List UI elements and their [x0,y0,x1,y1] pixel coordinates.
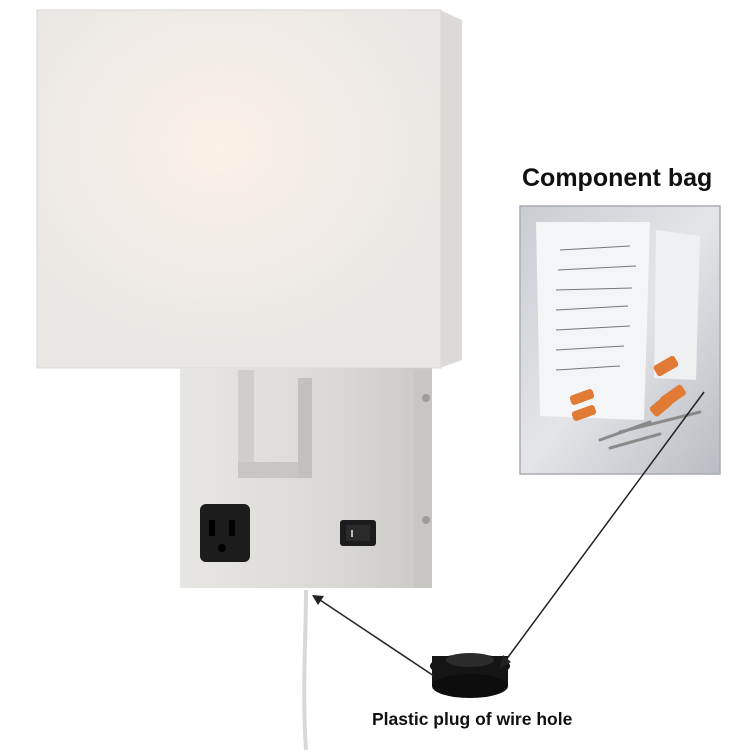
arrow-to-bag [499,391,705,669]
plastic-plug [430,653,510,698]
lamp-shade [36,9,462,369]
component-bag-label: Component bag [522,164,713,192]
power-outlet [200,504,250,562]
arrow-to-wire-hole [312,595,435,677]
rocker-switch [340,520,376,546]
power-cord [302,589,308,751]
component-bag [519,205,721,475]
plastic-plug-label: Plastic plug of wire hole [372,709,573,729]
